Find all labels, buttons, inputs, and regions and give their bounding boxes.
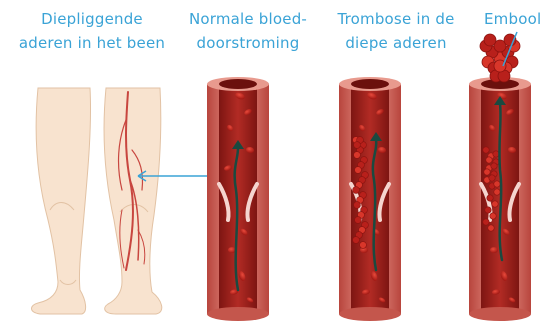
clot-cell [354,202,361,209]
clot-cell [494,189,500,195]
clot-cell [354,142,361,149]
clot-cell [486,157,492,163]
clot-cell [492,201,498,207]
blood-cell [490,247,498,253]
vessel-thrombosis [339,77,401,321]
clot-cell [488,225,494,231]
embolus-cell [484,34,496,46]
clot-cell [483,147,489,153]
vessel-top-opening [219,79,257,89]
clot-cell [490,213,496,219]
vessel-bottom-rim [207,307,269,321]
clot-cell [354,152,361,159]
clot-cell [494,181,500,187]
clot-cell [485,207,491,213]
left-leg [32,88,91,314]
vessel-top-opening [351,79,389,89]
clot-cell [487,195,493,201]
vessel-embolus [469,34,531,321]
vessel-normal-flow [207,77,269,321]
clot-cell [491,163,497,169]
clot-cell [493,151,499,157]
clot-cell [355,167,362,174]
clot-cell [484,169,490,175]
clot-cell [355,217,362,224]
vessel-bottom-rim [469,307,531,321]
vessel-bottom-rim [339,307,401,321]
clot-cell [353,237,360,244]
clot-cell [353,187,360,194]
legs-illustration [32,88,162,314]
clot-cell [360,242,367,249]
clot-cell [483,219,489,225]
clot-cell [489,175,495,181]
